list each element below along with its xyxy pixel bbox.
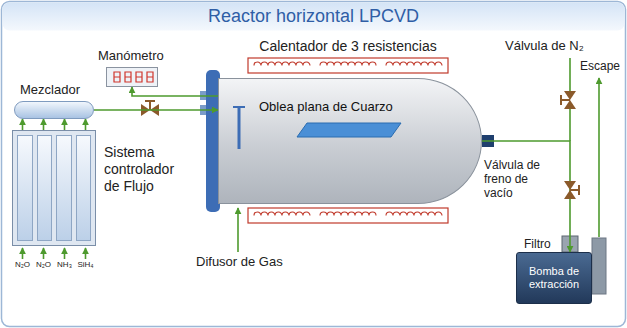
- part-label: Válvula de N₂: [505, 38, 584, 54]
- gas-line: [94, 109, 218, 111]
- gas-line: [132, 87, 218, 96]
- gas-line: [22, 119, 24, 130]
- gas-line: [64, 119, 66, 130]
- title: Reactor horizontal LPCVD: [0, 4, 627, 28]
- n2-valve: [561, 91, 576, 109]
- flow-controller: Sistema controlador de Flujo: [12, 130, 184, 246]
- gas-name: N₂O: [12, 260, 33, 270]
- tube-interior: [219, 79, 481, 203]
- vacuum-valve: [564, 181, 579, 199]
- cabinet-column: [37, 135, 53, 241]
- gas-cabinet: [12, 130, 96, 246]
- mixer-label: Mezclador: [20, 82, 96, 98]
- gas-line: [43, 119, 45, 130]
- gas-name: N₂O: [33, 260, 54, 270]
- reactor-tube: Oblea plana de Cuarzo: [218, 78, 482, 204]
- manometer-label: Manómetro: [98, 48, 178, 64]
- part-label: Filtro: [524, 237, 551, 251]
- gas-name: SiH₄: [75, 260, 96, 270]
- manometer: Manómetro: [98, 48, 178, 87]
- part-label: Difusor de Gas: [196, 254, 283, 270]
- part-label: Calentador de 3 resistencias: [248, 38, 448, 55]
- cabinet-column: [17, 135, 33, 241]
- gas-inlets: [23, 248, 86, 259]
- heater-top: [248, 58, 448, 73]
- quartz-wafer: [297, 123, 401, 137]
- inlet-valve: [141, 101, 159, 116]
- cabinet-column: [56, 135, 72, 241]
- exhaust-arrow: [598, 78, 600, 237]
- pump-label: Bomba de extracción: [517, 265, 591, 291]
- manometer-display: [106, 67, 158, 87]
- wafer-label: Oblea plana de Cuarzo: [259, 99, 393, 115]
- gas-line: [132, 87, 218, 96]
- gas-line: [94, 110, 218, 111]
- gas-line: [85, 119, 87, 130]
- mixer: Mezclador: [14, 82, 96, 119]
- flange: [200, 70, 220, 212]
- gas-line: [482, 141, 570, 252]
- part-label: Válvula de freno de vacío: [484, 158, 560, 200]
- cabinet-column: [76, 135, 92, 241]
- controller-label: Sistema controlador de Flujo: [104, 144, 184, 195]
- extraction-pump: Bomba de extracción: [516, 252, 592, 304]
- mixer-cylinder: [14, 101, 94, 119]
- gas-diffuser: [233, 106, 245, 108]
- leader-line: [237, 208, 239, 252]
- heater-bottom: [248, 208, 448, 223]
- exhaust-stack: [592, 238, 606, 294]
- digit-segments: [107, 68, 157, 86]
- gas-diffuser: [238, 107, 241, 149]
- part-label: Escape: [580, 59, 620, 73]
- gas-name: NH₃: [54, 260, 75, 270]
- gas-line: [482, 141, 570, 252]
- gas-line: [23, 119, 86, 130]
